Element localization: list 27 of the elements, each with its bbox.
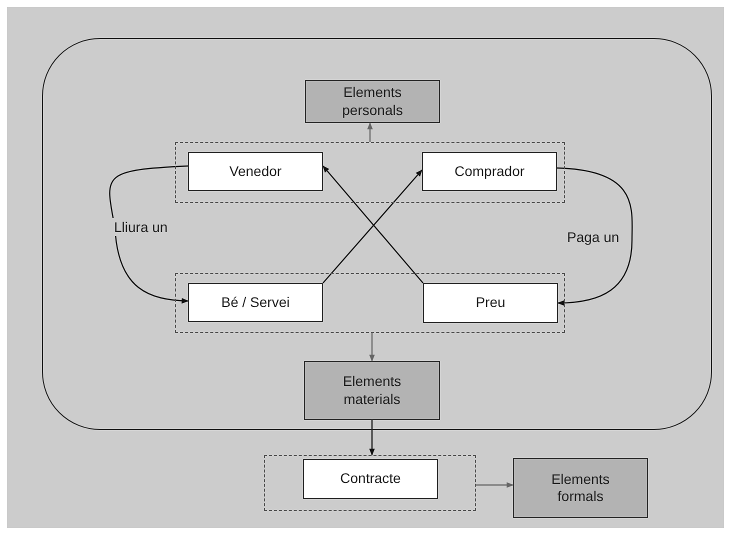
dashed-group	[264, 455, 476, 511]
process-box	[422, 152, 557, 191]
process-box	[188, 283, 323, 322]
box-label: Bé / Servei	[220, 294, 291, 312]
process-box	[188, 152, 323, 191]
box-label: Comprador	[453, 162, 526, 180]
dashed-group	[175, 273, 565, 333]
rounded-frame	[42, 38, 712, 430]
edge-label: Lliura un	[112, 218, 170, 236]
category-box	[304, 361, 440, 420]
process-box	[303, 459, 438, 499]
arrow	[369, 420, 375, 456]
category-box	[305, 80, 440, 123]
arrow	[367, 122, 373, 142]
arrow	[476, 482, 514, 488]
box-label: Elements formals	[550, 470, 611, 506]
arrow	[369, 333, 375, 362]
arrow	[556, 167, 633, 306]
box-label: Elements materials	[342, 373, 402, 408]
box-label: Venedor	[228, 162, 283, 180]
box-label: Contracte	[339, 470, 402, 488]
arrow	[109, 165, 189, 304]
process-box	[423, 283, 558, 323]
dashed-group	[175, 142, 565, 203]
box-label: Preu	[474, 294, 506, 312]
box-label: Elements personals	[341, 84, 404, 119]
category-box	[513, 458, 648, 518]
